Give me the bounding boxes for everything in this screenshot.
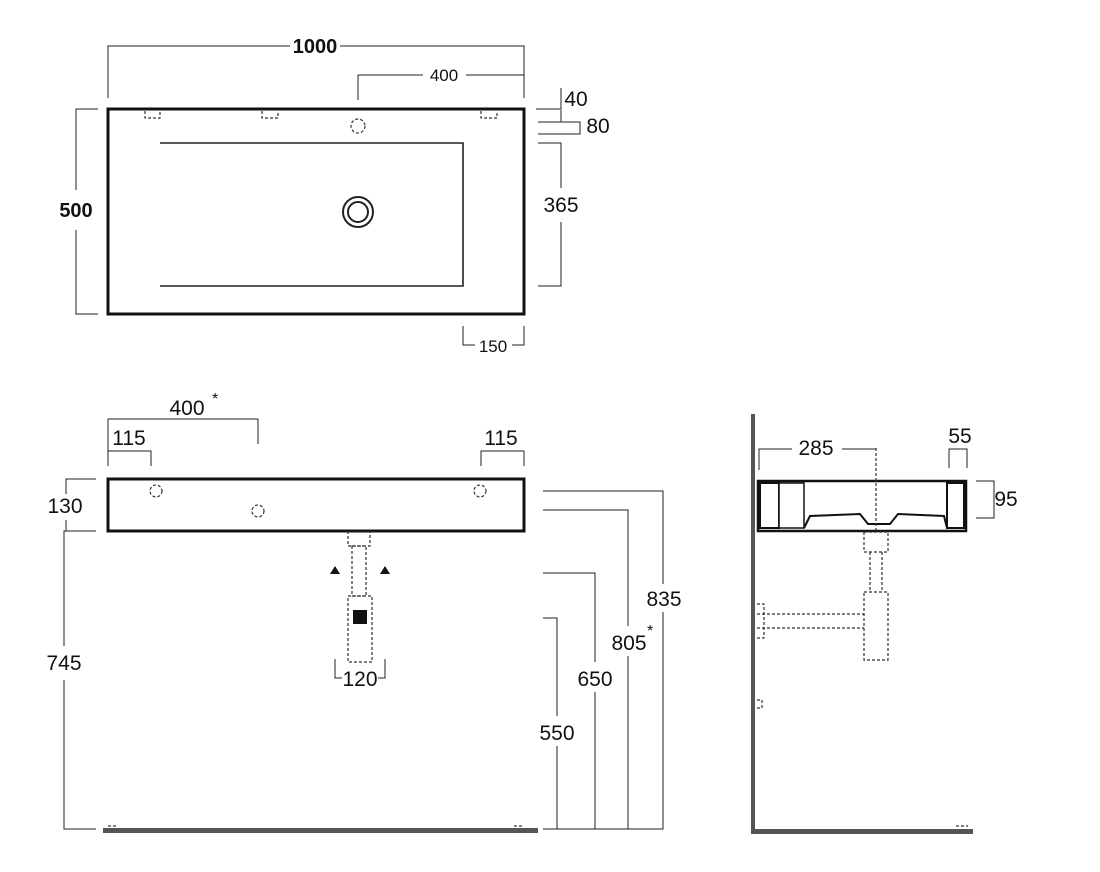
faucet-hole-hidden [350,118,366,134]
dim-115-right-label: 115 [484,427,517,450]
wall-anchor-right [380,566,390,574]
top-view-outline [106,107,526,316]
side-front-rim [946,482,965,529]
top-view: 1000 400 500 40 80 365 150 [59,36,609,356]
dim-365-line [538,142,562,287]
dim-550-line [543,617,558,829]
dim-150-label: 150 [479,337,507,356]
side-back-rim [759,482,780,529]
dim-115-right-line [480,450,525,466]
dim-130-label: 130 [47,495,82,518]
dim-550-label: 550 [539,722,574,745]
side-wall [751,414,755,834]
dim-745-label: 745 [46,652,81,675]
dim-500-line [75,108,98,315]
dim-400-line [357,74,524,100]
bracket-right [480,111,498,119]
side-waste-pipe [757,613,864,629]
front-bracket-hole-left [149,484,163,498]
dim-805-mark: * [647,623,653,640]
side-basin-floor [803,512,948,529]
drain-inner [347,201,369,223]
dim-365-label: 365 [543,194,578,217]
dim-400-label: 400 [430,66,458,85]
bracket-left [144,111,161,119]
dim-285-line [758,448,876,470]
side-trap-body [863,591,889,661]
side-view: 285 55 95 [751,414,1018,834]
side-wall-anchor [757,699,763,709]
side-wall-flange [757,603,765,639]
dim-95-line [976,480,995,519]
trap-top [347,531,371,547]
dim-805-line [543,509,629,829]
bracket-middle [261,111,279,119]
dim-400-front-line [107,418,259,462]
side-trap-top [863,531,889,553]
front-bracket-hole-right [473,484,487,498]
front-floor [103,828,538,833]
drain-outer [342,196,374,228]
dim-285-label: 285 [798,437,833,460]
dim-95-label: 95 [994,488,1017,511]
dim-1000-label: 1000 [293,36,338,58]
dim-500-label: 500 [59,200,92,222]
side-trap-stem [869,552,883,592]
dim-400-front-label: 400 [169,397,204,420]
dim-835-line [543,490,664,830]
dim-115-left-line [107,450,152,466]
trap-stem [351,545,367,597]
wall-anchor-left [330,566,340,574]
front-hidden-hole [251,504,265,518]
dim-80-line [538,121,581,135]
dim-40-line [536,88,562,123]
front-view: 120 400 * 115 115 130 745 835 805 * 650 … [46,391,682,833]
side-basin-outline [756,479,968,533]
dim-55-line [948,448,968,468]
side-floor [751,829,973,834]
trap-outlet [353,610,367,624]
dim-80-label: 80 [586,115,609,138]
dim-120-line [334,659,386,679]
dim-55-label: 55 [948,425,971,448]
front-view-outline [106,477,526,533]
dim-120-label: 120 [342,668,377,691]
dim-400-front-mark: * [212,391,218,408]
top-view-basin [160,142,464,287]
trap-body [347,595,373,663]
dim-150-line [462,326,525,346]
dim-835-label: 835 [646,588,681,611]
dim-40-label: 40 [564,88,587,111]
dim-115-left-label: 115 [112,427,145,450]
dim-1000-line [107,45,525,98]
dim-650-line [543,572,596,829]
dim-745-line [63,530,96,830]
side-back-rim-inner [778,482,805,529]
dim-650-label: 650 [577,668,612,691]
dim-805-label: 805 [611,632,646,655]
